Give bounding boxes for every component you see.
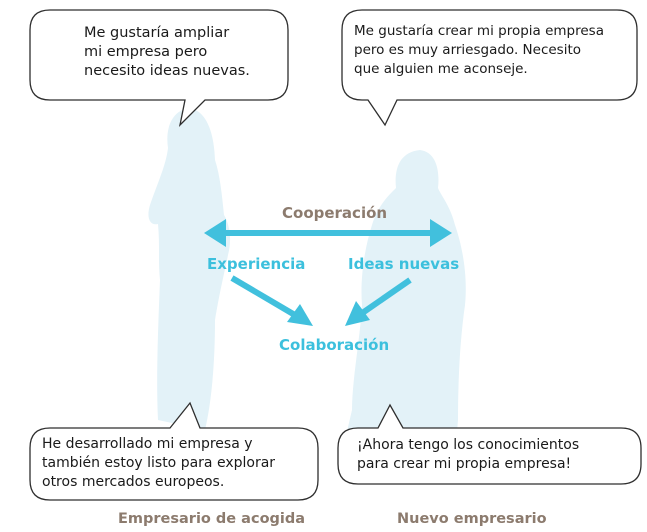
- bubble-line: Me gustaría crear mi propia empresa: [354, 23, 604, 39]
- speech-bubble-top-left: [29, 9, 289, 127]
- bubble-text-top-left: Me gustaría ampliar mi empresa pero nece…: [84, 24, 250, 81]
- experience-arrow: [230, 275, 313, 326]
- bubble-line: también estoy listo para explorar: [42, 455, 276, 471]
- bubble-line: ¡Ahora tengo los conocimientos: [357, 437, 580, 453]
- bubble-line: que alguien me aconseje.: [354, 61, 528, 77]
- male-silhouette: [345, 150, 466, 455]
- bubble-line: pero es muy arriesgado. Necesito: [354, 42, 582, 58]
- bubble-line: necesito ideas nuevas.: [84, 63, 250, 79]
- bubble-line: mi empresa pero: [84, 44, 208, 60]
- host-entrepreneur-caption: Empresario de acogida: [118, 511, 306, 527]
- speech-bubble-top-right: [341, 9, 638, 127]
- bubble-line: Me gustaría ampliar: [84, 25, 230, 41]
- cooperation-double-arrow: [204, 219, 452, 247]
- bubble-text-bottom-right: ¡Ahora tengo los conocimientos para crea…: [357, 436, 579, 474]
- bubble-line: He desarrollado mi empresa y: [42, 436, 253, 452]
- collaboration-label: Colaboración: [279, 336, 390, 354]
- female-silhouette: [148, 108, 231, 430]
- speech-bubble-bottom-right: [337, 403, 642, 485]
- bubble-line: otros mercados europeos.: [42, 474, 225, 490]
- new-entrepreneur-caption: Nuevo empresario: [397, 511, 547, 527]
- cooperation-label: Cooperación: [282, 204, 388, 222]
- speech-bubble-bottom-left: [29, 401, 319, 501]
- new-ideas-arrow: [345, 277, 412, 326]
- bubble-text-top-right: Me gustaría crear mi propia empresa pero…: [354, 22, 604, 79]
- bubble-line: para crear mi propia empresa!: [357, 456, 572, 472]
- bubble-text-bottom-left: He desarrollado mi empresa y también est…: [42, 435, 275, 492]
- experience-label: Experiencia: [207, 255, 306, 273]
- new-ideas-label: Ideas nuevas: [348, 255, 460, 273]
